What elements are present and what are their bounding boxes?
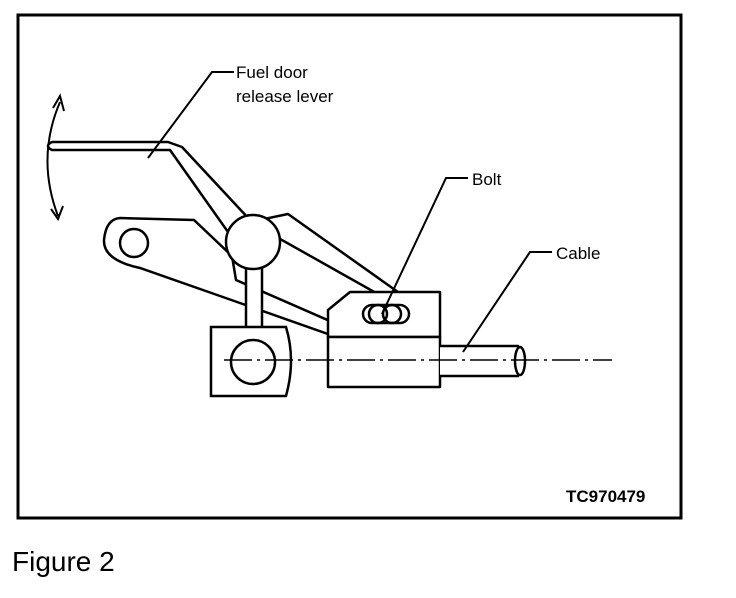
link-rod (244, 260, 264, 330)
lower-block-hole (229, 338, 277, 386)
figure-code: TC970479 (566, 487, 645, 506)
leader-lines (147, 71, 552, 353)
rotation-arrow-icon (46, 93, 65, 222)
cable (440, 344, 527, 378)
label-fuel-door-line2: release lever (236, 87, 334, 106)
pivot-hole (118, 227, 150, 259)
figure-caption: Figure 2 (12, 546, 115, 577)
lever-pivot-knob (224, 213, 282, 271)
leader-fuel-door (147, 71, 234, 159)
leader-cable (462, 251, 552, 353)
lower-block (209, 325, 293, 398)
label-fuel-door-line1: Fuel door (236, 63, 308, 82)
leader-bolt (381, 177, 468, 315)
label-cable: Cable (556, 244, 600, 263)
label-bolt: Bolt (472, 170, 502, 189)
